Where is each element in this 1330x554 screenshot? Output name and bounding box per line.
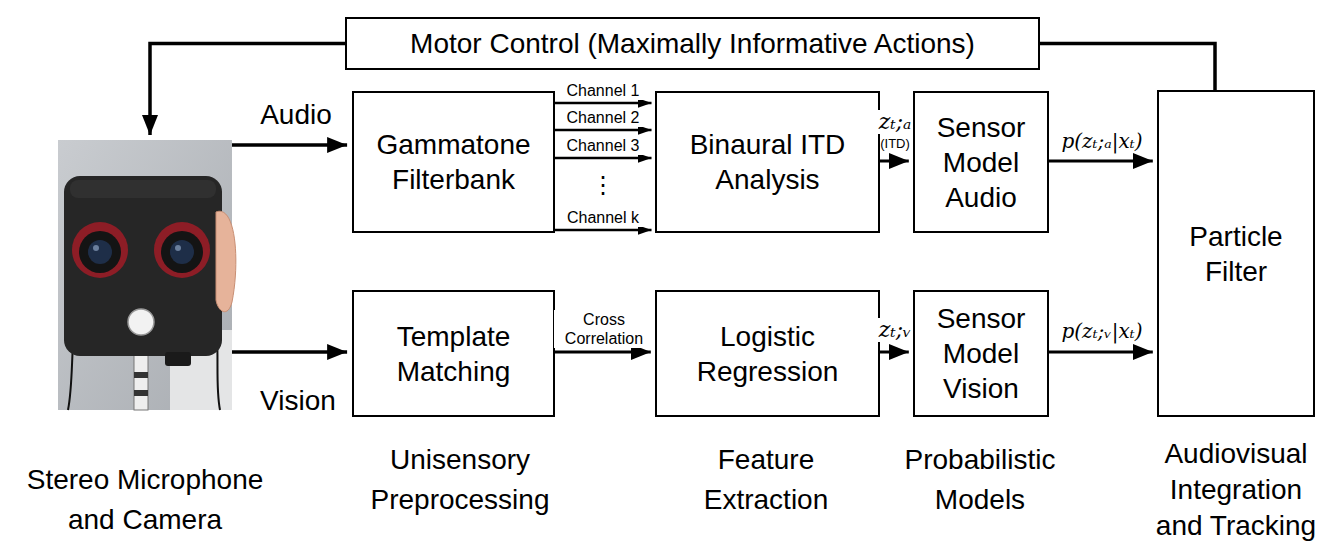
filter-box: Particle Filter [1157, 90, 1315, 417]
photo-caption: Stereo Microphone and Camera [5, 460, 285, 540]
lens-glass [88, 240, 112, 264]
connector [150, 44, 345, 136]
edge-label: Channel 2 [555, 109, 651, 127]
box-text: Logistic Regression [665, 319, 870, 389]
box-text: Motor Control (Maximally Informative Act… [410, 26, 975, 61]
stand-stripe [134, 372, 148, 378]
edge-label: Channel k [555, 209, 651, 227]
head-top [70, 180, 216, 198]
box-text: Particle Filter [1167, 219, 1305, 289]
process-box: Binaural ITD Analysis [655, 91, 880, 233]
model-box: Sensor Model Vision [913, 290, 1049, 417]
artificial-ear [216, 211, 236, 311]
edge-label: Vision [253, 386, 343, 417]
eye-rim [72, 222, 128, 278]
stand-stripe [134, 390, 148, 396]
ellipsis-dots: ⋮ [591, 172, 615, 198]
lens-glass [170, 240, 194, 264]
robot-photo: Stereo Microphone and Camera [58, 140, 232, 410]
stand-pole [134, 352, 148, 410]
stage-heading: Unisensory Preprocessing [335, 440, 585, 520]
process-box: Logistic Regression [655, 290, 880, 417]
edge-label: Channel 3 [555, 137, 651, 155]
control-box: Motor Control (Maximally Informative Act… [345, 17, 1040, 70]
edge-label: Channel 1 [555, 82, 651, 100]
camera-lens [79, 231, 121, 273]
connector [1049, 351, 1153, 354]
camera-mount [165, 352, 191, 366]
edge-label: p(zₜ;ₐ|xₜ) [1050, 130, 1154, 152]
box-text: Sensor Model Vision [923, 301, 1039, 406]
process-box: Template Matching [352, 290, 555, 417]
box-text: Binaural ITD Analysis [665, 127, 870, 197]
model-box: Sensor Model Audio [913, 91, 1049, 233]
box-text: Template Matching [362, 319, 545, 389]
light-sensor [128, 309, 154, 335]
box-text: Gammatone Filterbank [362, 127, 545, 197]
stage-heading: Feature Extraction [666, 440, 866, 520]
connector [1040, 44, 1215, 91]
camera-lens [161, 231, 203, 273]
signal-note: (ITD) [877, 137, 913, 151]
edge-label: p(zₜ;ᵥ|xₜ) [1050, 320, 1154, 342]
photo-background [58, 140, 232, 410]
lens-highlight [175, 245, 181, 251]
connector [555, 102, 652, 105]
connector [555, 129, 652, 132]
edge-label: zₜ;ᵥ [878, 318, 912, 342]
box-text: Sensor Model Audio [923, 110, 1039, 215]
connector [555, 351, 651, 354]
lens-highlight [93, 245, 99, 251]
eye-rim [154, 222, 210, 278]
connector [232, 350, 347, 354]
connector [232, 143, 347, 147]
edge-label: zₜ;ₐ [878, 110, 912, 134]
edge-label: Audio [251, 100, 341, 131]
connector [555, 229, 652, 232]
robot-head [64, 176, 222, 356]
connector [555, 157, 652, 160]
process-box: Gammatone Filterbank [352, 91, 555, 233]
edge-label: Cross Correlation [554, 310, 654, 348]
connector [1049, 160, 1153, 163]
connector [880, 160, 909, 163]
stage-heading: Probabilistic Models [885, 440, 1075, 520]
connector [880, 351, 909, 354]
stage-heading: Audiovisual Integration and Tracking [1146, 436, 1326, 544]
